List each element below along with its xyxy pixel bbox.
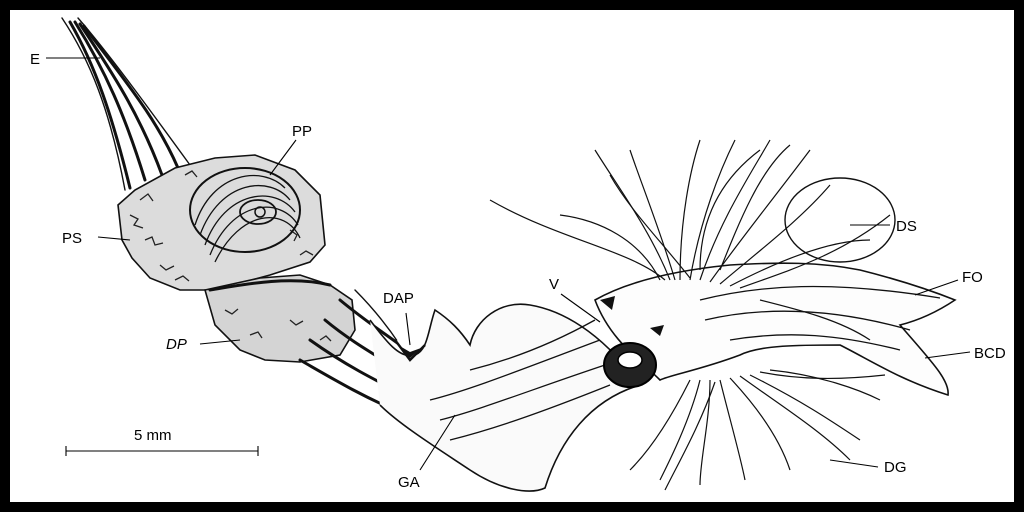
label-v: V	[549, 276, 559, 293]
label-pp: PP	[292, 123, 312, 140]
label-fo: FO	[962, 269, 983, 286]
dorsal-pouch	[205, 275, 355, 362]
label-dg: DG	[884, 459, 907, 476]
scale-bar: 5 mm	[66, 427, 258, 456]
lower-gland-tubules	[630, 370, 885, 490]
digestive-sac	[785, 178, 895, 262]
ventriculus	[595, 263, 955, 395]
gastric-area	[370, 304, 640, 491]
label-dp: DP	[166, 336, 187, 353]
label-e: E	[30, 51, 40, 68]
label-bcd: BCD	[974, 345, 1006, 362]
scale-bar-label: 5 mm	[134, 427, 172, 444]
label-ds: DS	[896, 218, 917, 235]
label-ps: PS	[62, 230, 82, 247]
esophagus	[62, 18, 190, 190]
label-ga: GA	[398, 474, 420, 491]
label-dap: DAP	[383, 290, 414, 307]
proventricular-sac	[118, 155, 325, 290]
